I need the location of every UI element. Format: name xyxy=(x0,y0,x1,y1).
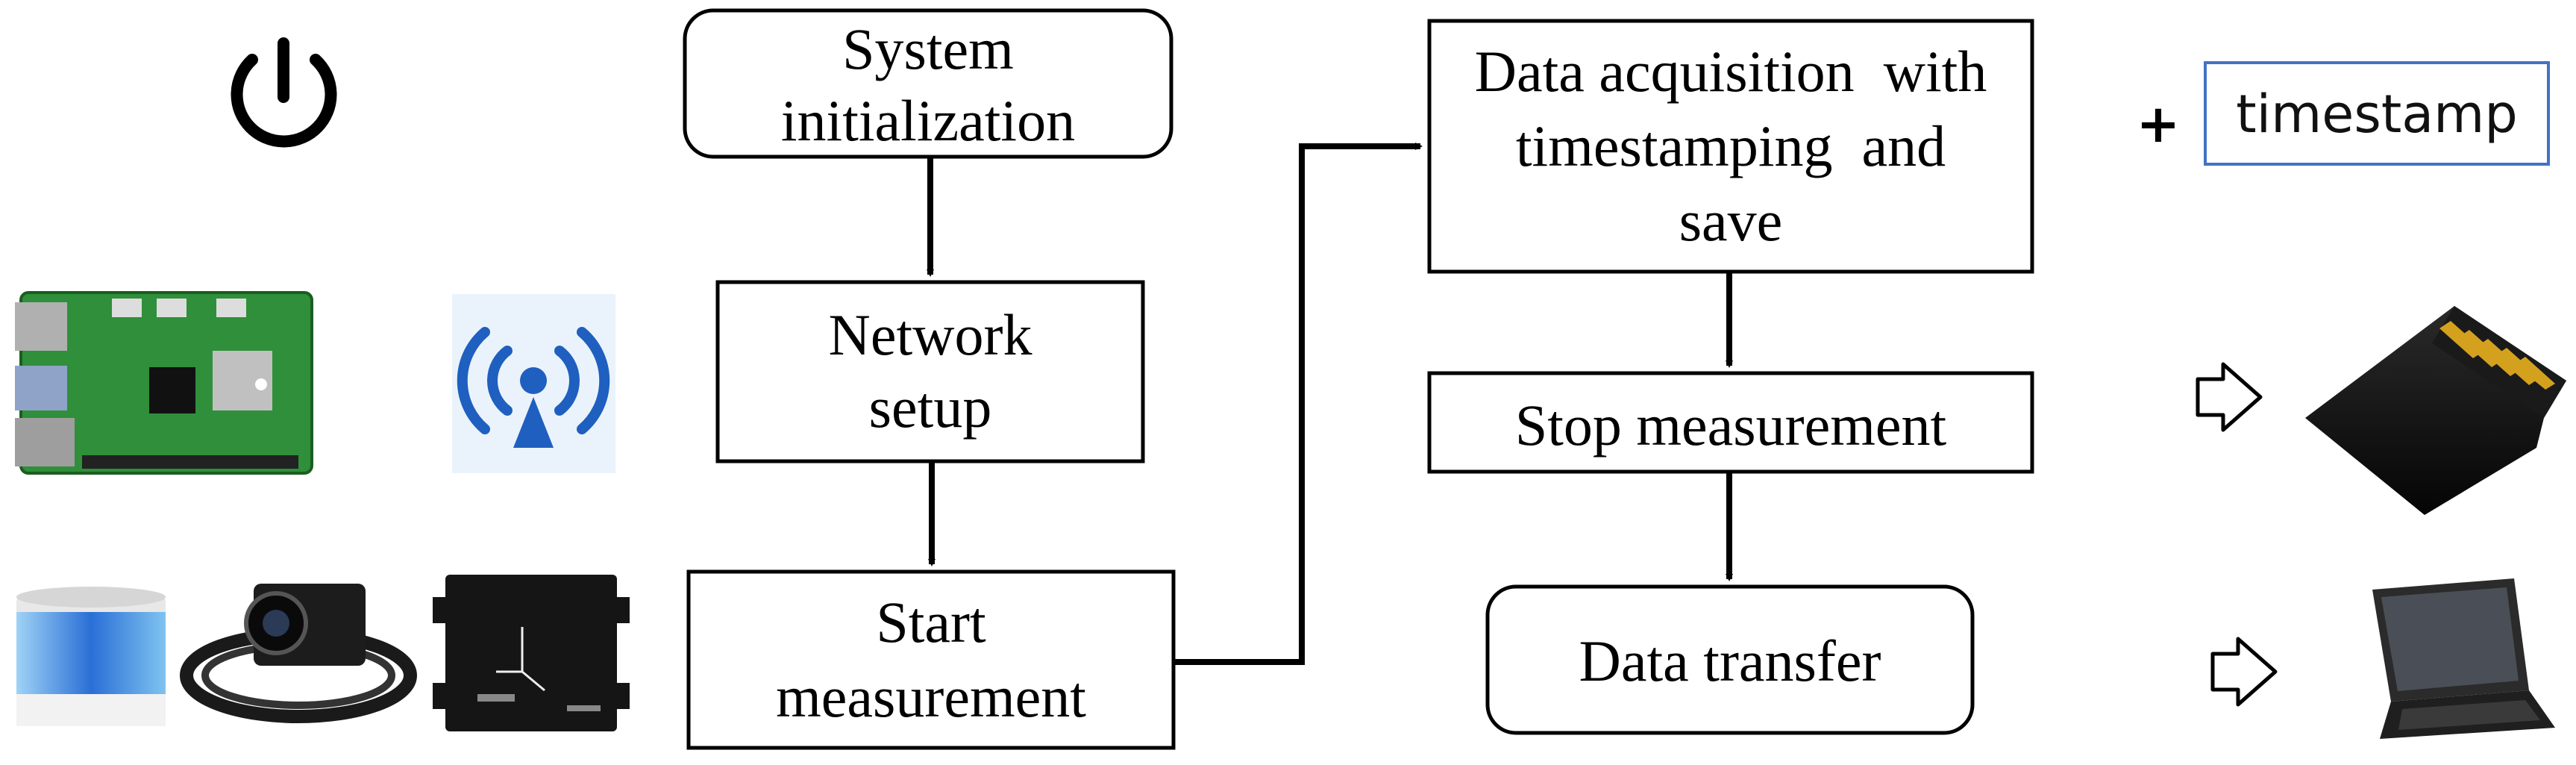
stop-measurement-box: Stop measurement xyxy=(1427,371,2034,474)
micro-sd-card-icon xyxy=(2305,306,2566,515)
hollow-arrow-icon xyxy=(2196,362,2263,432)
data-transfer-label: Data transfer xyxy=(1579,628,1881,693)
plus-sign: + xyxy=(2137,93,2181,154)
arrow-start-to-acquisition xyxy=(1175,143,1423,665)
system-initialization-line1: System xyxy=(842,16,1014,81)
start-measurement-line1: Start xyxy=(876,590,986,655)
data-acquisition-line2: timestamping and xyxy=(1516,113,1946,178)
system-initialization-box: System initialization xyxy=(683,8,1173,159)
data-acquisition-box: Data acquisition with timestamping and s… xyxy=(1427,19,2034,274)
timestamp-badge: timestamp xyxy=(2204,61,2550,166)
network-setup-line1: Network xyxy=(829,302,1032,367)
stop-measurement-label: Stop measurement xyxy=(1515,393,1947,458)
raspberry-pi-board-icon xyxy=(15,291,313,475)
imu-module-icon xyxy=(433,575,630,731)
wireless-antenna-icon xyxy=(452,294,615,473)
system-initialization-line2: initialization xyxy=(781,88,1075,153)
start-measurement-line2: measurement xyxy=(776,664,1086,729)
data-transfer-box: Data transfer xyxy=(1485,584,1975,735)
laptop-icon xyxy=(2372,578,2555,739)
network-setup-box: Network setup xyxy=(715,280,1145,463)
timestamp-label: timestamp xyxy=(2236,84,2518,145)
usb-camera-icon xyxy=(180,584,417,723)
power-icon xyxy=(231,37,337,148)
hollow-arrow-icon xyxy=(2210,637,2278,707)
network-setup-line2: setup xyxy=(869,375,992,440)
lidar-sensor-icon xyxy=(16,587,166,726)
data-acquisition-line1: Data acquisition with xyxy=(1475,39,1987,104)
start-measurement-box: Start measurement xyxy=(686,569,1176,750)
data-acquisition-line3: save xyxy=(1679,188,1783,253)
